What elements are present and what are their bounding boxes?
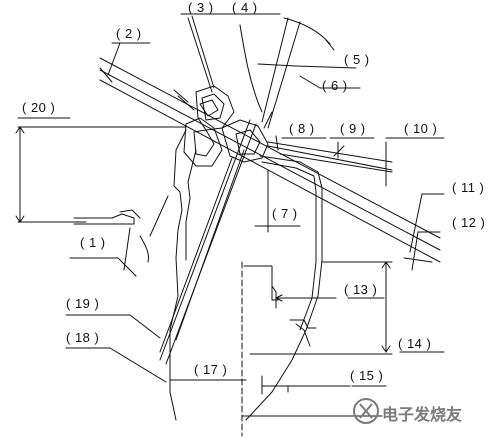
callout-label-15: ( 15 ) (350, 368, 384, 383)
callout-label-5: ( 5 ) (344, 52, 370, 67)
callout-label-3: ( 3 ) (188, 0, 214, 15)
dimension-13-14 (249, 261, 393, 355)
callout-11-12-leaders (403, 193, 445, 271)
callout-1-detail (69, 195, 169, 277)
dimension-20 (15, 117, 187, 223)
upper-housing (173, 85, 273, 167)
callout-label-12: ( 12 ) (452, 215, 486, 230)
callout-label-4: ( 4 ) (232, 0, 258, 15)
pillar-diagonals (159, 119, 257, 365)
callout-18-19-leaders (65, 314, 167, 383)
angle-5-6-construction (257, 17, 361, 129)
callout-label-9: ( 9 ) (340, 121, 366, 136)
dimension-7 (254, 169, 301, 233)
callout-label-6: ( 6 ) (322, 78, 348, 93)
callout-label-1: ( 1 ) (80, 235, 106, 250)
callout-2-leader (99, 42, 151, 83)
callout-label-13: ( 13 ) (344, 282, 378, 297)
callout-label-17: ( 17 ) (194, 362, 228, 377)
elecfans-logo-icon (353, 398, 379, 424)
upper-diagonal-reference-band (99, 57, 441, 263)
callout-label-20: ( 20 ) (22, 100, 56, 115)
callout-label-8: ( 8 ) (289, 121, 315, 136)
callout-label-19: ( 19 ) (66, 296, 100, 311)
callout-label-7: ( 7 ) (272, 206, 298, 221)
watermark-text: 电子发烧友 (382, 405, 463, 424)
outer-panel-profile (169, 129, 197, 421)
callout-label-14: ( 14 ) (398, 336, 432, 351)
callout-label-10: ( 10 ) (404, 121, 438, 136)
inner-step-profile (241, 261, 317, 437)
callout-baselines (185, 225, 445, 387)
callout-label-2: ( 2 ) (116, 26, 142, 41)
callout-label-11: ( 11 ) (452, 180, 485, 195)
callout-label-18: ( 18 ) (66, 330, 100, 345)
callout-3-4-leaders (180, 13, 281, 113)
